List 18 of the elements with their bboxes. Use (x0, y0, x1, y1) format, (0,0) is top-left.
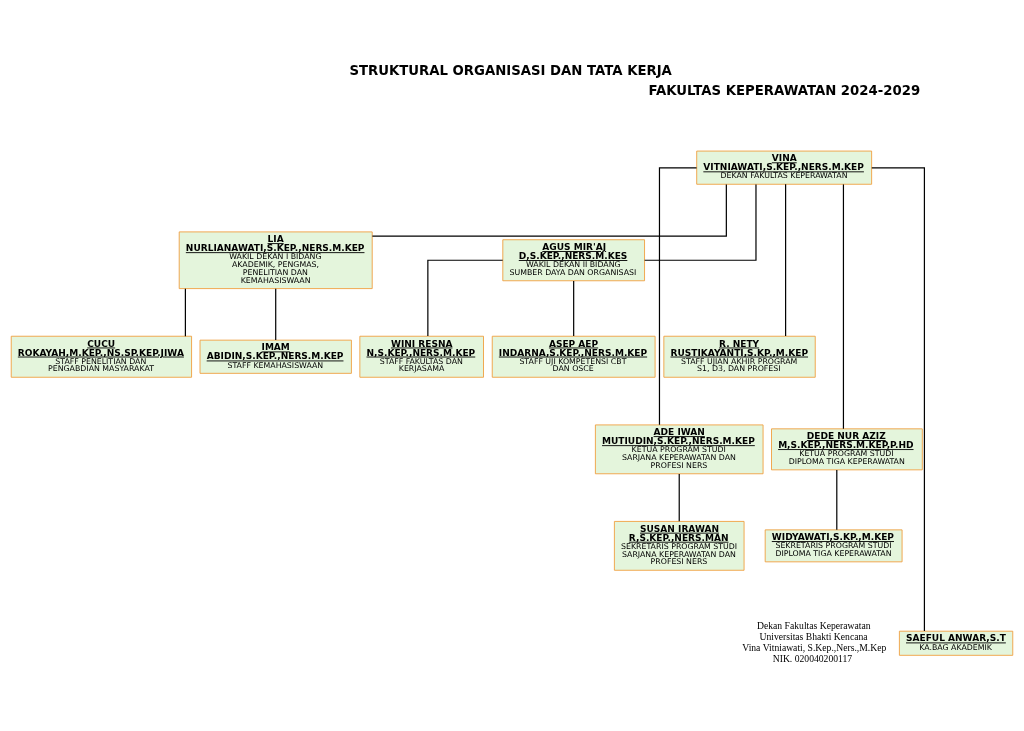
label: Vina Vitniawati, S.Kep.,Ners.,M.Kep (742, 641, 887, 653)
connector (836, 469, 838, 531)
connector (275, 288, 277, 341)
label: Universitas Bhakti Kencana (759, 631, 868, 643)
connector (644, 183, 757, 261)
connector (371, 183, 727, 237)
connector (658, 167, 698, 426)
connector (785, 183, 787, 337)
label: NIK. 020040200117 (772, 652, 853, 664)
connector (842, 183, 845, 430)
diagram-title: STRUKTURAL ORGANISASI DAN TATA KERJA (349, 62, 672, 78)
connector (871, 167, 925, 632)
label: FAKULTAS KEPERAWATAN 2024-2029 (648, 83, 921, 99)
label: Dekan Fakultas Keperawatan (757, 620, 871, 632)
connector (678, 473, 680, 522)
connector (427, 259, 504, 337)
connector (573, 280, 575, 337)
connector (184, 288, 186, 337)
